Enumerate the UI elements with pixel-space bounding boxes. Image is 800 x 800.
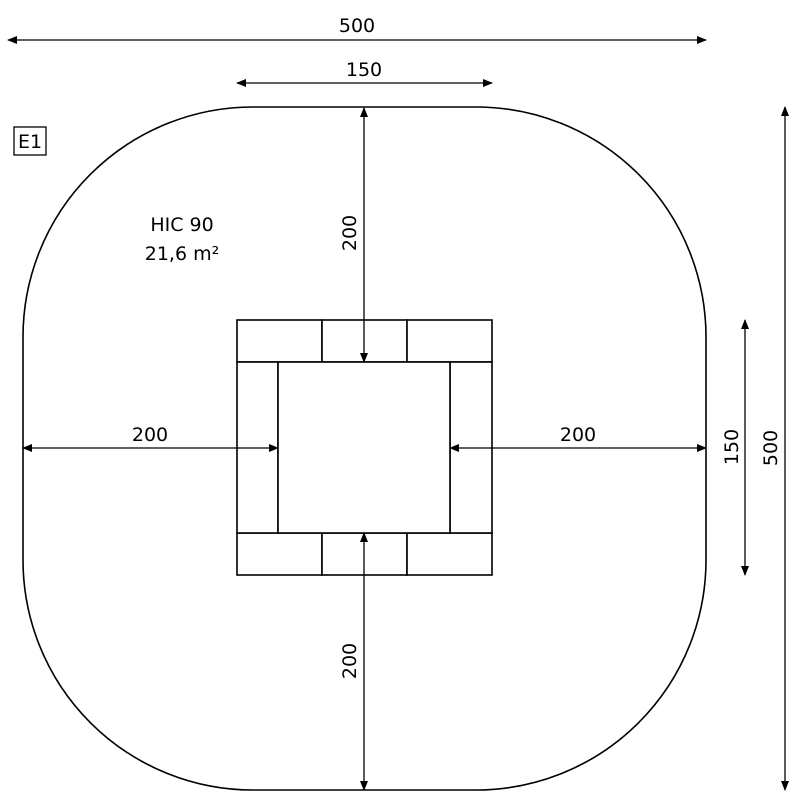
area-value: 21,6 m² [145,243,219,265]
zone-label: E1 [13,126,47,156]
dim-top-clearance: 200 [339,107,368,363]
zone-label-box [13,126,47,156]
dim-overall-depth-label: 500 [760,430,782,466]
block-top-left [236,319,323,363]
dim-bottom-clearance-label: 200 [339,643,361,679]
block-bottom-left [236,532,323,576]
dim-right-clearance: 200 [449,424,707,452]
zone-label-text: E1 [18,131,42,153]
dim-right-clearance-label: 200 [560,424,596,446]
dim-equipment-width: 150 [236,59,493,87]
dim-overall-width-label: 500 [339,15,375,37]
block-bottom-right [406,532,493,576]
dim-overall-depth: 500 [760,106,789,791]
block-top-right [406,319,493,363]
dim-overall-width: 500 [7,15,707,44]
dim-bottom-clearance: 200 [339,532,368,791]
dim-left-clearance-label: 200 [132,424,168,446]
inner-area [277,361,451,534]
dim-left-clearance: 200 [22,424,279,452]
dim-equipment-depth: 150 [721,319,749,576]
hic-value: HIC 90 [150,214,213,236]
dim-equipment-depth-label: 150 [721,429,743,465]
dim-top-clearance-label: 200 [339,215,361,251]
dim-equipment-width-label: 150 [346,59,382,81]
